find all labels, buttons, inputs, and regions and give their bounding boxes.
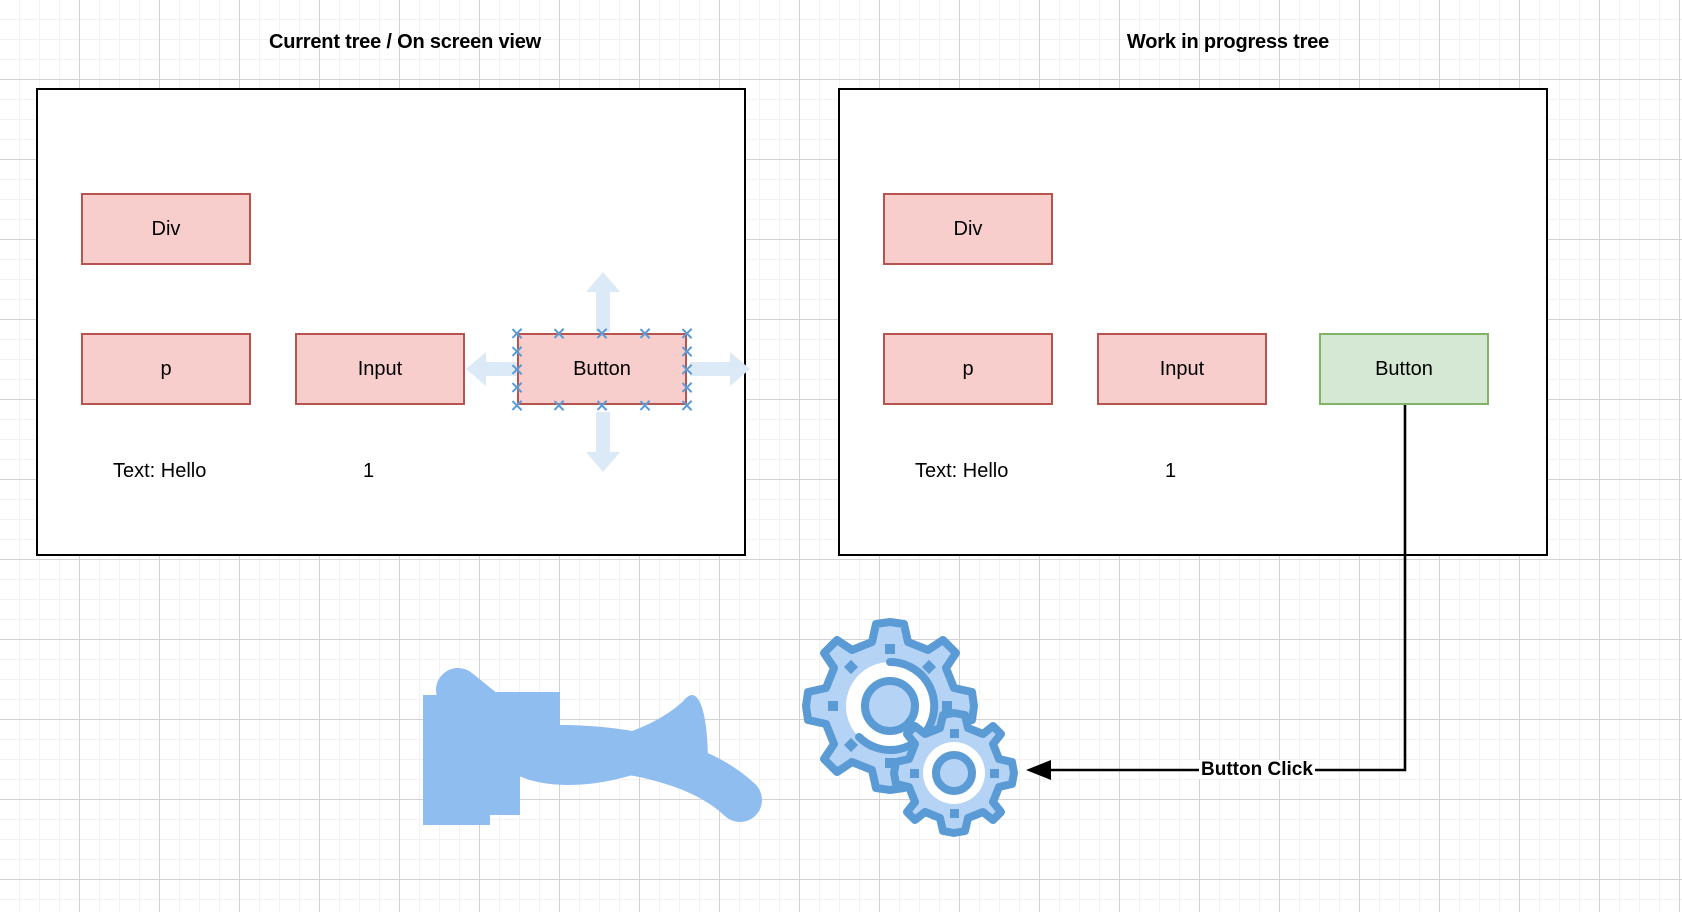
curved-back-arrow-icon: [418, 690, 708, 830]
gears-icon: [802, 618, 1027, 845]
node-label: Div: [151, 217, 181, 240]
connector-label-button-click: Button Click: [1199, 759, 1315, 780]
panel-title-current-tree: Current tree / On screen view: [268, 31, 542, 53]
node-label: p: [160, 357, 172, 380]
panel-title-wip-tree: Work in progress tree: [1126, 31, 1330, 53]
node-p-wip[interactable]: p: [883, 333, 1053, 405]
node-input-wip[interactable]: Input: [1097, 333, 1267, 405]
tree-frame-current: [36, 88, 746, 556]
leaf-text-hello-wip: Text: Hello: [915, 460, 1009, 482]
node-div-current[interactable]: Div: [81, 193, 251, 265]
node-p-current[interactable]: p: [81, 333, 251, 405]
node-label: Div: [953, 217, 983, 240]
node-button-wip-updated[interactable]: Button: [1319, 333, 1489, 405]
leaf-text-hello-current: Text: Hello: [113, 460, 207, 482]
tree-frame-wip: [838, 88, 1548, 556]
node-label: Button: [1375, 357, 1433, 380]
leaf-text-count-wip: 1: [1165, 460, 1177, 482]
node-label: Button: [573, 357, 631, 380]
node-label: p: [962, 357, 974, 380]
node-div-wip[interactable]: Div: [883, 193, 1053, 265]
leaf-text-count-current: 1: [363, 460, 375, 482]
node-input-current[interactable]: Input: [295, 333, 465, 405]
node-button-current-selected[interactable]: Button: [517, 333, 687, 405]
node-label: Input: [357, 357, 403, 380]
node-label: Input: [1159, 357, 1205, 380]
